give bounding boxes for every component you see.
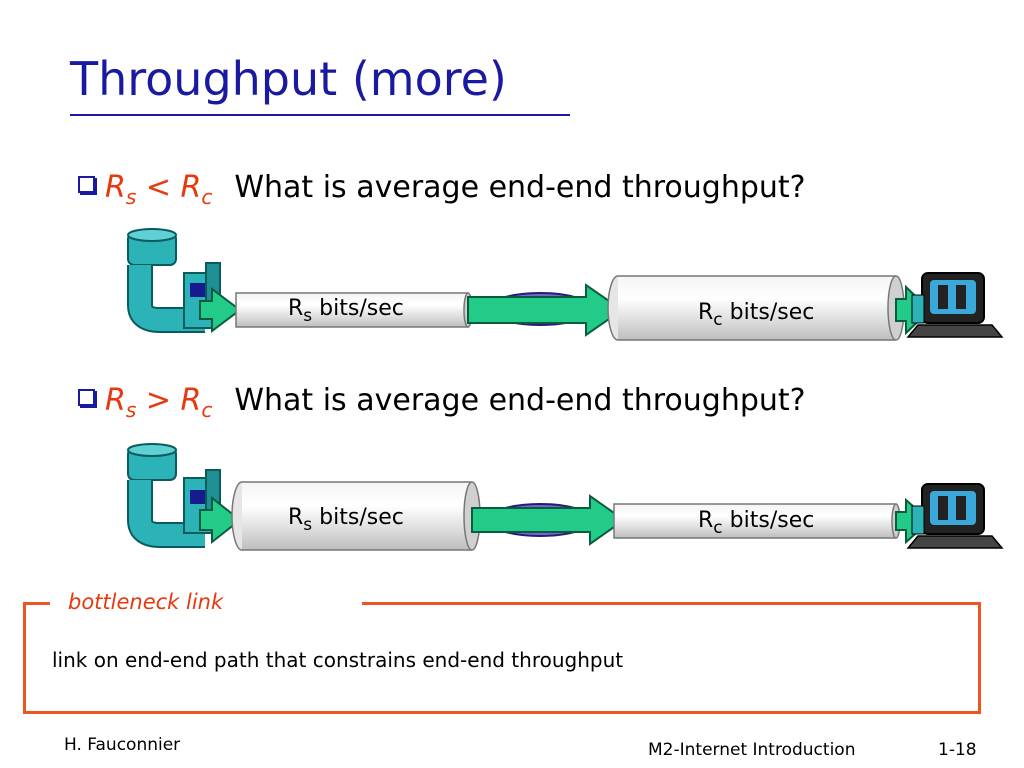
- definition-box: [23, 602, 981, 714]
- arrow-start: [199, 495, 242, 545]
- bullet-scenario-2: Rs > Rc What is average end-end throughp…: [78, 383, 806, 422]
- pipe-label-rc-2: Rc bits/sec: [698, 508, 815, 538]
- throughput-diagram-1: [127, 228, 1004, 341]
- arrow-middle: [471, 494, 626, 546]
- condition-rs-gt-rc: Rs > Rc: [105, 383, 213, 422]
- question-text-1: What is average end-end throughput?: [234, 170, 806, 205]
- throughput-diagram-2: [127, 443, 1004, 551]
- page-title: Throughput (more): [70, 52, 507, 106]
- definition-title-gap: [50, 590, 362, 612]
- pipe-client-link: [607, 275, 905, 341]
- arrow-middle: [467, 283, 624, 337]
- pipe-label-rc-1: Rc bits/sec: [698, 300, 815, 330]
- bullet-scenario-1: Rs < Rc What is average end-end throughp…: [78, 170, 806, 209]
- pipe-label-rs-1: Rs bits/sec: [288, 296, 404, 326]
- computer-icon: [906, 483, 1004, 549]
- arrow-start: [199, 287, 242, 333]
- footer-course: M2-Internet Introduction: [648, 740, 856, 760]
- computer-icon: [906, 272, 1004, 338]
- pipe-label-rs-2: Rs bits/sec: [288, 505, 404, 535]
- bullet-square-icon: [78, 176, 95, 193]
- definition-text: link on end-end path that constrains end…: [52, 648, 624, 672]
- condition-rs-lt-rc: Rs < Rc: [105, 170, 213, 209]
- footer-page-number: 1-18: [938, 740, 977, 760]
- bullet-square-icon: [78, 389, 95, 406]
- footer-author: H. Fauconnier: [64, 735, 181, 755]
- definition-title: bottleneck link: [68, 590, 224, 614]
- title-underline: [70, 114, 570, 116]
- question-text-2: What is average end-end throughput?: [234, 383, 806, 418]
